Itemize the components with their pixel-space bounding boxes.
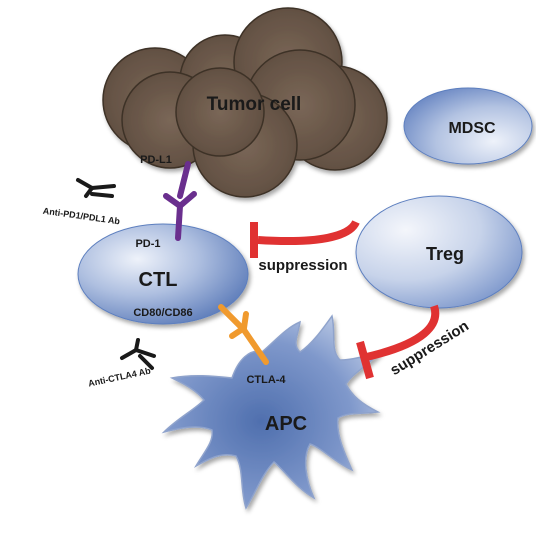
apc-cell	[161, 314, 383, 510]
treg-label: Treg	[426, 244, 464, 264]
tumor-cell-label: Tumor cell	[207, 94, 302, 115]
cd80-cd86-label: CD80/CD86	[133, 307, 192, 319]
antibody-icon	[76, 178, 116, 198]
pd1-label: PD-1	[135, 238, 160, 250]
ctl-label: CTL	[139, 269, 178, 291]
antibody-icon	[120, 338, 156, 370]
mdsc-cell	[403, 87, 533, 165]
treg-cell	[355, 195, 523, 309]
tumor-cell-cluster	[102, 7, 388, 198]
pdl1-pd1-receptor	[163, 161, 197, 241]
anti-ctla4-label: Anti-CTLA4 Ab	[87, 365, 152, 388]
suppression-arrow-apc	[356, 304, 440, 380]
suppression-label-ctl: suppression	[258, 257, 347, 274]
ctla4-label: CTLA-4	[246, 374, 286, 386]
mdsc-label: MDSC	[448, 120, 496, 137]
ctl-cell	[77, 223, 249, 325]
apc-label: APC	[265, 413, 307, 435]
pdl1-label: PD-L1	[140, 154, 172, 166]
anti-pd1-pdl1-label: Anti-PD1/PDL1 Ab	[42, 206, 121, 227]
cd80-ctla4-receptor	[218, 304, 269, 365]
suppression-arrow-ctl	[250, 219, 360, 258]
